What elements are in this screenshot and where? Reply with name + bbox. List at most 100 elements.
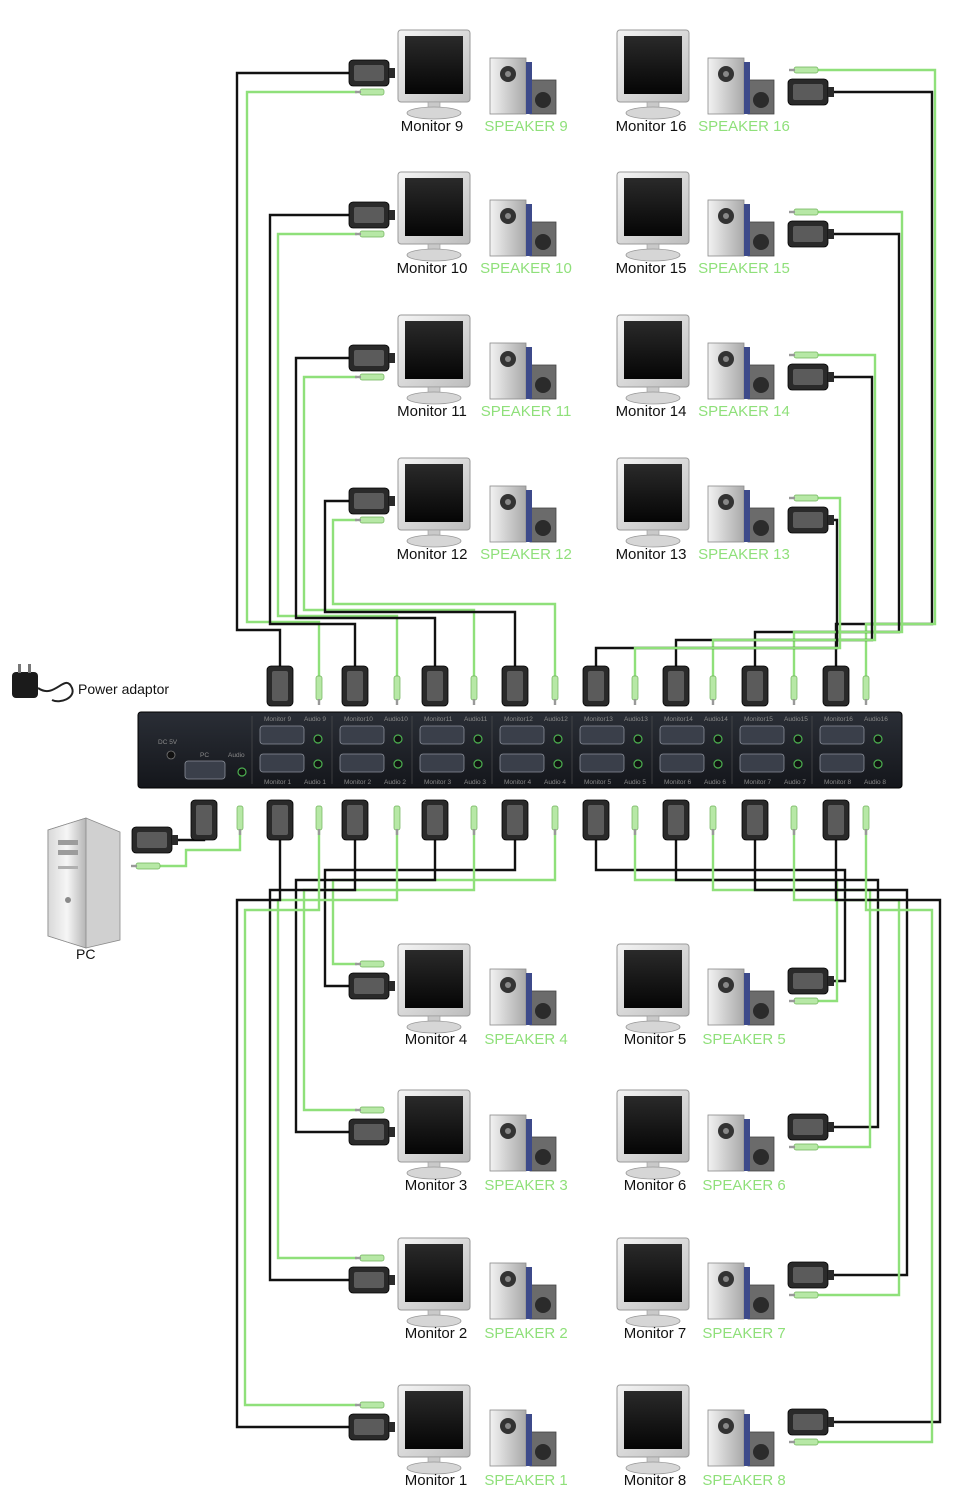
monitor-screen <box>405 321 463 379</box>
audio-plug-tip <box>553 829 557 835</box>
audio-plug-tip <box>395 829 399 835</box>
vga-plug-tail <box>828 1417 834 1427</box>
monitor-base <box>625 248 681 262</box>
vga-plug-11 <box>348 344 395 372</box>
port-label: Audio12 <box>544 716 568 723</box>
port-label: Monitor 9 <box>264 716 291 723</box>
monitor-label: Monitor 14 <box>616 403 687 420</box>
audio-plug-tip <box>472 699 476 705</box>
vga-port-3 <box>419 753 465 773</box>
audio-plug-body <box>359 1401 385 1409</box>
panel-audio-plug-5 <box>631 805 639 835</box>
audio-plug-11 <box>355 373 385 381</box>
audio-plug-tip <box>789 496 795 500</box>
audio-plug-tip <box>355 90 361 94</box>
pc-vga-port <box>184 760 226 780</box>
speaker-label: SPEAKER 1 <box>484 1472 567 1489</box>
monitor-label: Monitor 2 <box>405 1325 468 1342</box>
speaker-side <box>744 490 750 542</box>
port-label: Audio 4 <box>544 779 566 786</box>
vga-plug-15 <box>787 220 834 248</box>
vga-cable-7 <box>753 820 909 1277</box>
speaker-side <box>526 62 532 114</box>
pc-drive-bay <box>58 850 78 855</box>
subwoofer-cone <box>535 234 551 250</box>
audio-plug-tip <box>864 829 868 835</box>
vga-plug-face <box>354 1124 384 1140</box>
audio-plug-13 <box>789 494 819 502</box>
panel-audio-plug-1 <box>315 805 323 835</box>
speaker-tweeter-dome <box>723 213 729 219</box>
vga-plug-12 <box>348 487 395 515</box>
audio-plug-tip <box>789 210 795 214</box>
pc-drive-bay <box>58 840 78 845</box>
panel-audio-plug-6 <box>709 805 717 835</box>
monitor-base <box>406 1020 462 1034</box>
audio-port-14 <box>713 734 723 744</box>
monitor-screen <box>405 464 463 522</box>
vga-plug-face <box>347 671 363 701</box>
port-label: Audio 8 <box>864 779 886 786</box>
speaker-16 <box>707 57 775 115</box>
speaker-side <box>744 973 750 1025</box>
speaker-label: SPEAKER 12 <box>480 546 572 563</box>
audio-port-6 <box>713 759 723 769</box>
monitor-label: Monitor 1 <box>405 1472 468 1489</box>
audio-plug-tip <box>355 375 361 379</box>
monitor-4 <box>397 943 471 1034</box>
speaker-side <box>744 347 750 399</box>
monitor-base <box>625 1461 681 1475</box>
audio-plug-tip <box>355 962 361 966</box>
speaker-9 <box>489 57 557 115</box>
panel-vga-plug-13 <box>582 665 610 707</box>
audio-cable-8 <box>818 820 934 1444</box>
speaker-label: SPEAKER 11 <box>481 403 572 420</box>
adaptor-prong <box>28 664 31 673</box>
audio-plug-body <box>793 494 819 502</box>
audio-cable-1 <box>243 820 357 1407</box>
adaptor-cord <box>37 681 74 703</box>
vga-plug-face <box>828 805 844 835</box>
vga-plug-face <box>828 671 844 701</box>
port-label: Audio16 <box>864 716 888 723</box>
speaker-tweeter-dome <box>723 1128 729 1134</box>
pc-label: PC <box>76 946 96 962</box>
monitor-screen <box>624 1391 682 1449</box>
panel-vga-plug-12 <box>501 665 529 707</box>
audio-plug-7 <box>789 1291 819 1299</box>
panel-vga-plug-9 <box>266 665 294 707</box>
port-label: Monitor15 <box>744 716 773 723</box>
pc-audio-cable <box>145 820 242 868</box>
vga-plug-face <box>793 84 823 100</box>
audio-plug-tip <box>355 1256 361 1260</box>
monitor-10 <box>397 171 471 262</box>
vga-port-15 <box>739 725 785 745</box>
port-label: Monitor 2 <box>344 779 371 786</box>
vga-plug-face <box>588 805 604 835</box>
panel-audio-label: Audio <box>228 752 245 759</box>
vga-plug-9 <box>348 59 395 87</box>
monitor-label: Monitor 12 <box>397 546 468 563</box>
panel-audio-plug-10 <box>393 675 401 705</box>
subwoofer-cone <box>535 1149 551 1165</box>
panel-audio-plug-8 <box>862 805 870 835</box>
audio-plug-body <box>793 997 819 1005</box>
monitor-screen <box>405 1096 463 1154</box>
vga-plug-face <box>668 805 684 835</box>
audio-plug-tip <box>792 699 796 705</box>
vga-plug-1 <box>348 1413 395 1441</box>
speaker-side <box>744 204 750 256</box>
speaker-side <box>526 204 532 256</box>
audio-plug-tip <box>789 1293 795 1297</box>
panel-audio-plug-7 <box>790 805 798 835</box>
audio-port-5 <box>633 759 643 769</box>
port-label: Monitor 7 <box>744 779 771 786</box>
speaker-tweeter-dome <box>505 499 511 505</box>
speaker-tweeter-dome <box>723 982 729 988</box>
port-label: Audio 1 <box>304 779 326 786</box>
speaker-label: SPEAKER 3 <box>484 1177 567 1194</box>
subwoofer-cone <box>753 1444 769 1460</box>
audio-plug-body <box>793 1291 819 1299</box>
subwoofer-cone <box>535 1003 551 1019</box>
speaker-tweeter-dome <box>505 213 511 219</box>
